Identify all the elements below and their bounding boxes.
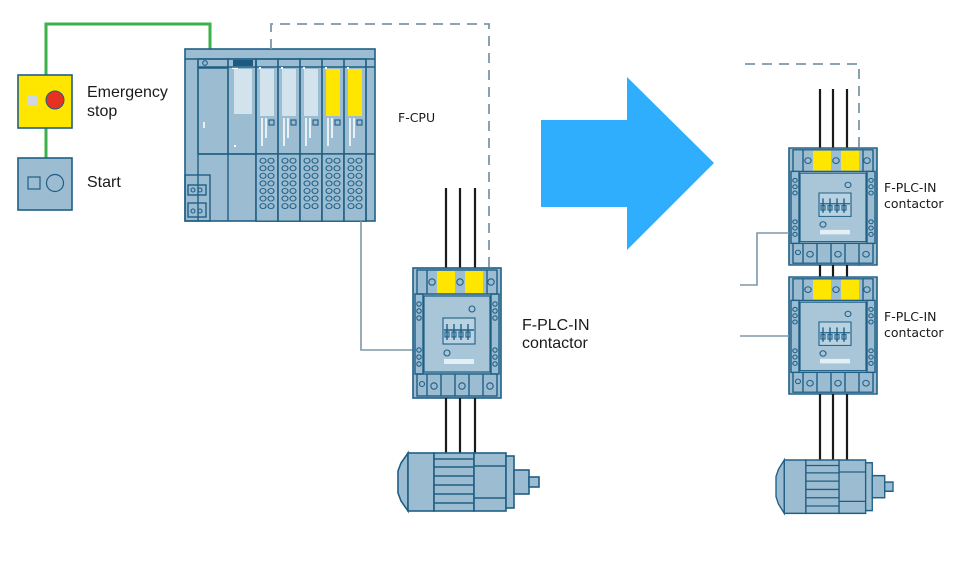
signal-line-1	[740, 232, 789, 286]
power-wires-out-right	[818, 394, 849, 460]
estop-wire	[44, 22, 212, 75]
start-circle-icon	[45, 173, 65, 193]
motor-icon-right	[775, 459, 894, 515]
power-wires-in	[444, 188, 477, 268]
power-wires-out	[444, 398, 477, 453]
start-button[interactable]	[17, 157, 73, 211]
contactor-1-label-2: contactor	[884, 196, 944, 211]
motor-icon	[397, 452, 540, 512]
emergency-stop-label-2: stop	[87, 103, 117, 120]
f-cpu-rack[interactable]	[184, 48, 376, 222]
f-cpu-label: F-CPU	[398, 110, 435, 125]
cpu-output-signal-line	[360, 221, 413, 351]
power-wires-in-right	[818, 89, 849, 149]
contactor-1-label: F-PLC-IN	[884, 180, 936, 195]
left-system: Emergency stop Start	[17, 22, 590, 512]
start-label: Start	[87, 174, 121, 191]
f-plc-in-contactor-1[interactable]	[788, 147, 878, 266]
contactor-2-label: F-PLC-IN	[884, 309, 936, 324]
f-plc-in-contactor[interactable]	[412, 267, 502, 399]
emergency-stop-button[interactable]	[17, 74, 73, 129]
emergency-stop-label: Emergency	[87, 84, 168, 101]
feedback-dashed-line-right	[745, 63, 860, 268]
start-square-icon	[27, 176, 41, 190]
estop-indicator-icon	[27, 95, 37, 105]
estop-red-button-icon	[45, 90, 65, 110]
right-system: F-PLC-IN contactor F-PLC-IN contactor	[740, 63, 944, 515]
power-wires-mid-right	[818, 265, 849, 278]
contactor-label: F-PLC-IN	[522, 317, 590, 334]
arrow-right-icon	[541, 77, 714, 250]
feedback-dashed-line	[270, 23, 490, 268]
contactor-label-2: contactor	[522, 335, 588, 352]
io-module-safety[interactable]	[321, 58, 345, 222]
f-plc-in-contactor-2[interactable]	[788, 276, 878, 395]
contactor-2-label-2: contactor	[884, 325, 944, 340]
